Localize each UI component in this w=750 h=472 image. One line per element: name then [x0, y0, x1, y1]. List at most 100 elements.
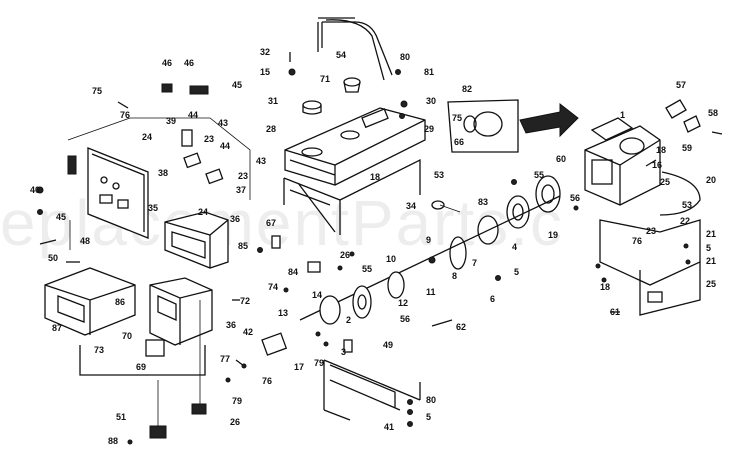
carry-handle — [317, 17, 393, 81]
callout-28: 28 — [266, 124, 276, 134]
callout-76: 76 — [120, 110, 130, 120]
callout-59: 59 — [682, 143, 692, 153]
callout-66: 66 — [454, 137, 464, 147]
callout-5: 5 — [706, 243, 711, 253]
callout-23: 23 — [204, 134, 214, 144]
callout-2: 2 — [346, 315, 351, 325]
fuel-strainer — [343, 77, 361, 93]
callout-25: 25 — [706, 279, 716, 289]
wire-harness — [659, 171, 701, 216]
callout-67: 67 — [266, 218, 276, 228]
callout-42: 42 — [243, 327, 253, 337]
callout-80: 80 — [426, 395, 436, 405]
stator-assembly — [319, 271, 405, 325]
alternator-rotor — [299, 175, 561, 321]
receptacle-a — [183, 152, 202, 169]
callout-6: 6 — [490, 294, 495, 304]
direction-arrow — [519, 102, 579, 138]
callout-72: 72 — [240, 296, 250, 306]
air-filter-cover — [665, 99, 687, 119]
battery-cover — [149, 277, 213, 346]
callout-5: 5 — [514, 267, 519, 277]
callout-30: 30 — [426, 96, 436, 106]
callout-86: 86 — [115, 297, 125, 307]
diode — [343, 339, 353, 353]
callout-26: 26 — [340, 250, 350, 260]
detail-inset — [447, 99, 519, 153]
callout-43: 43 — [218, 118, 228, 128]
callout-35: 35 — [148, 203, 158, 213]
callout-45: 45 — [232, 80, 242, 90]
callout-15: 15 — [260, 67, 270, 77]
callout-60: 60 — [556, 154, 566, 164]
base-frame — [323, 359, 421, 421]
callout-38: 38 — [158, 168, 168, 178]
battery-tray — [44, 267, 136, 336]
callout-29: 29 — [424, 124, 434, 134]
callout-81: 81 — [424, 67, 434, 77]
callout-40: 40 — [30, 185, 40, 195]
callout-31: 31 — [268, 96, 278, 106]
callout-77: 77 — [220, 354, 230, 364]
callout-36: 36 — [230, 214, 240, 224]
callout-16: 16 — [652, 160, 662, 170]
air-filter-element — [683, 115, 701, 133]
callout-20: 20 — [706, 175, 716, 185]
callout-57: 57 — [676, 80, 686, 90]
callout-48: 48 — [80, 236, 90, 246]
callout-85: 85 — [238, 241, 248, 251]
callout-71: 71 — [320, 74, 330, 84]
rubber-foot-a — [149, 425, 167, 439]
callout-43: 43 — [256, 156, 266, 166]
callout-39: 39 — [166, 116, 176, 126]
callout-23: 23 — [238, 171, 248, 181]
callout-84: 84 — [288, 267, 298, 277]
callout-69: 69 — [136, 362, 146, 372]
callout-34: 34 — [406, 201, 416, 211]
callout-44: 44 — [220, 141, 230, 151]
tank-frame — [283, 158, 421, 235]
control-panel — [67, 147, 149, 239]
fuel-valve — [431, 200, 445, 210]
callout-11: 11 — [426, 287, 436, 297]
callout-88: 88 — [108, 436, 118, 446]
callout-46: 46 — [184, 58, 194, 68]
callout-13: 13 — [278, 308, 288, 318]
battery-pack — [145, 339, 165, 357]
callout-22: 22 — [680, 216, 690, 226]
callout-80: 80 — [400, 52, 410, 62]
idle-control — [307, 261, 321, 273]
callout-17: 17 — [294, 362, 304, 372]
callout-56: 56 — [570, 193, 580, 203]
callout-18: 18 — [600, 282, 610, 292]
callout-62: 62 — [456, 322, 466, 332]
callout-26: 26 — [230, 417, 240, 427]
callout-58: 58 — [708, 108, 718, 118]
callout-79: 79 — [314, 358, 324, 368]
callout-10: 10 — [386, 254, 396, 264]
plug-a — [161, 83, 173, 93]
callout-75: 75 — [92, 86, 102, 96]
callout-54: 54 — [336, 50, 346, 60]
rubber-foot-b — [191, 403, 207, 415]
callout-87: 87 — [52, 323, 62, 333]
panel-cover — [164, 211, 229, 269]
junction-box — [261, 332, 288, 356]
callout-55: 55 — [534, 170, 544, 180]
callout-8: 8 — [452, 271, 457, 281]
callout-46: 46 — [162, 58, 172, 68]
callout-7: 7 — [472, 258, 477, 268]
callout-24: 24 — [142, 132, 152, 142]
plug-b — [189, 85, 209, 95]
callout-82: 82 — [462, 84, 472, 94]
engine-mount — [599, 219, 701, 316]
callout-9: 9 — [426, 235, 431, 245]
callout-4: 4 — [512, 242, 517, 252]
callout-51: 51 — [116, 412, 126, 422]
callout-76: 76 — [632, 236, 642, 246]
callout-21: 21 — [706, 256, 716, 266]
fuel-tank — [284, 107, 426, 186]
callout-25: 25 — [660, 177, 670, 187]
battery-bracket-outline — [79, 345, 206, 376]
